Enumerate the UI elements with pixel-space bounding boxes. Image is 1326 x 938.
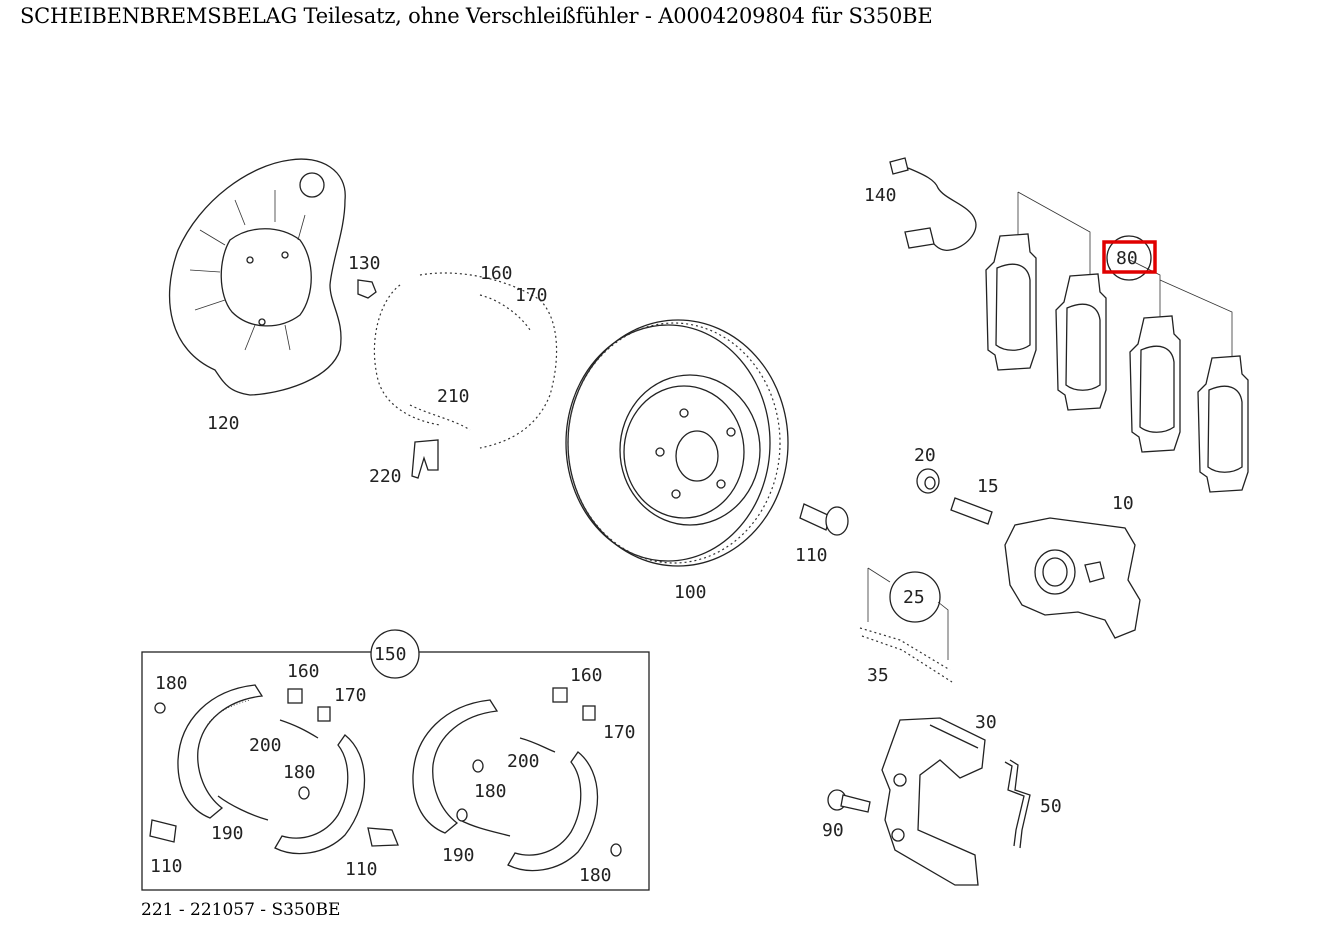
part-10-brake-caliper[interactable] bbox=[1004, 517, 1141, 639]
label-180-right-a: 180 bbox=[474, 781, 507, 802]
label-210: 210 bbox=[437, 386, 470, 407]
label-180-left-b: 180 bbox=[283, 762, 316, 783]
label-150: 150 bbox=[374, 644, 407, 665]
callout-25-circle bbox=[889, 571, 941, 623]
label-140: 140 bbox=[864, 185, 897, 206]
page-title: SCHEIBENBREMSBELAG Teilesatz, ohne Versc… bbox=[20, 4, 933, 28]
label-220: 220 bbox=[369, 466, 402, 487]
label-200-right: 200 bbox=[507, 751, 540, 772]
label-20: 20 bbox=[914, 445, 936, 466]
label-80: 80 bbox=[1116, 248, 1138, 269]
label-25: 25 bbox=[903, 587, 925, 608]
part-25-35-guide-pins[interactable] bbox=[859, 567, 953, 683]
label-180-left-a: 180 bbox=[155, 673, 188, 694]
selected-part-highlight bbox=[1102, 240, 1157, 274]
callout-150-circle bbox=[370, 629, 420, 679]
part-150-parking-brake-shoes-right[interactable] bbox=[412, 687, 622, 872]
label-35: 35 bbox=[867, 665, 889, 686]
part-100-brake-disc[interactable] bbox=[565, 319, 789, 567]
part-110-bolt[interactable] bbox=[799, 503, 849, 536]
part-15-bleeder-screw[interactable] bbox=[950, 497, 993, 525]
diagram-footer: 221 - 221057 - S350BE bbox=[141, 900, 341, 920]
label-100: 100 bbox=[674, 582, 707, 603]
label-30: 30 bbox=[975, 712, 997, 733]
label-200-left: 200 bbox=[249, 735, 282, 756]
label-190-left: 190 bbox=[211, 823, 244, 844]
part-50-spring-clip[interactable] bbox=[1004, 759, 1031, 849]
label-170-left: 170 bbox=[334, 685, 367, 706]
label-190-right: 190 bbox=[442, 845, 475, 866]
label-15: 15 bbox=[977, 476, 999, 497]
part-150-parking-brake-shoes-left[interactable] bbox=[149, 684, 399, 855]
part-20-bush[interactable] bbox=[916, 468, 940, 494]
label-170-right: 170 bbox=[603, 722, 636, 743]
label-110-left-a: 110 bbox=[150, 856, 183, 877]
part-130-bolt[interactable] bbox=[357, 279, 377, 299]
label-160-top: 160 bbox=[480, 263, 513, 284]
part-80-brake-pad-set[interactable] bbox=[985, 191, 1249, 493]
part-220-clip[interactable] bbox=[411, 439, 439, 479]
label-50: 50 bbox=[1040, 796, 1062, 817]
label-110-left-b: 110 bbox=[345, 859, 378, 880]
part-30-caliper-carrier[interactable] bbox=[881, 717, 986, 886]
label-130: 130 bbox=[348, 253, 381, 274]
label-180-right-b: 180 bbox=[579, 865, 612, 886]
label-170-top: 170 bbox=[515, 285, 548, 306]
label-90: 90 bbox=[822, 820, 844, 841]
label-160-right: 160 bbox=[570, 665, 603, 686]
callout-80-circle bbox=[1106, 235, 1152, 281]
part-210-parking-brake-shoes-dotted[interactable] bbox=[373, 272, 558, 449]
part-140-wear-sensor[interactable] bbox=[889, 157, 977, 251]
label-10: 10 bbox=[1112, 493, 1134, 514]
label-110-center: 110 bbox=[795, 545, 828, 566]
label-160-left: 160 bbox=[287, 661, 320, 682]
part-90-bolt[interactable] bbox=[827, 789, 871, 813]
label-120: 120 bbox=[207, 413, 240, 434]
part-120-splash-shield[interactable] bbox=[168, 158, 346, 396]
